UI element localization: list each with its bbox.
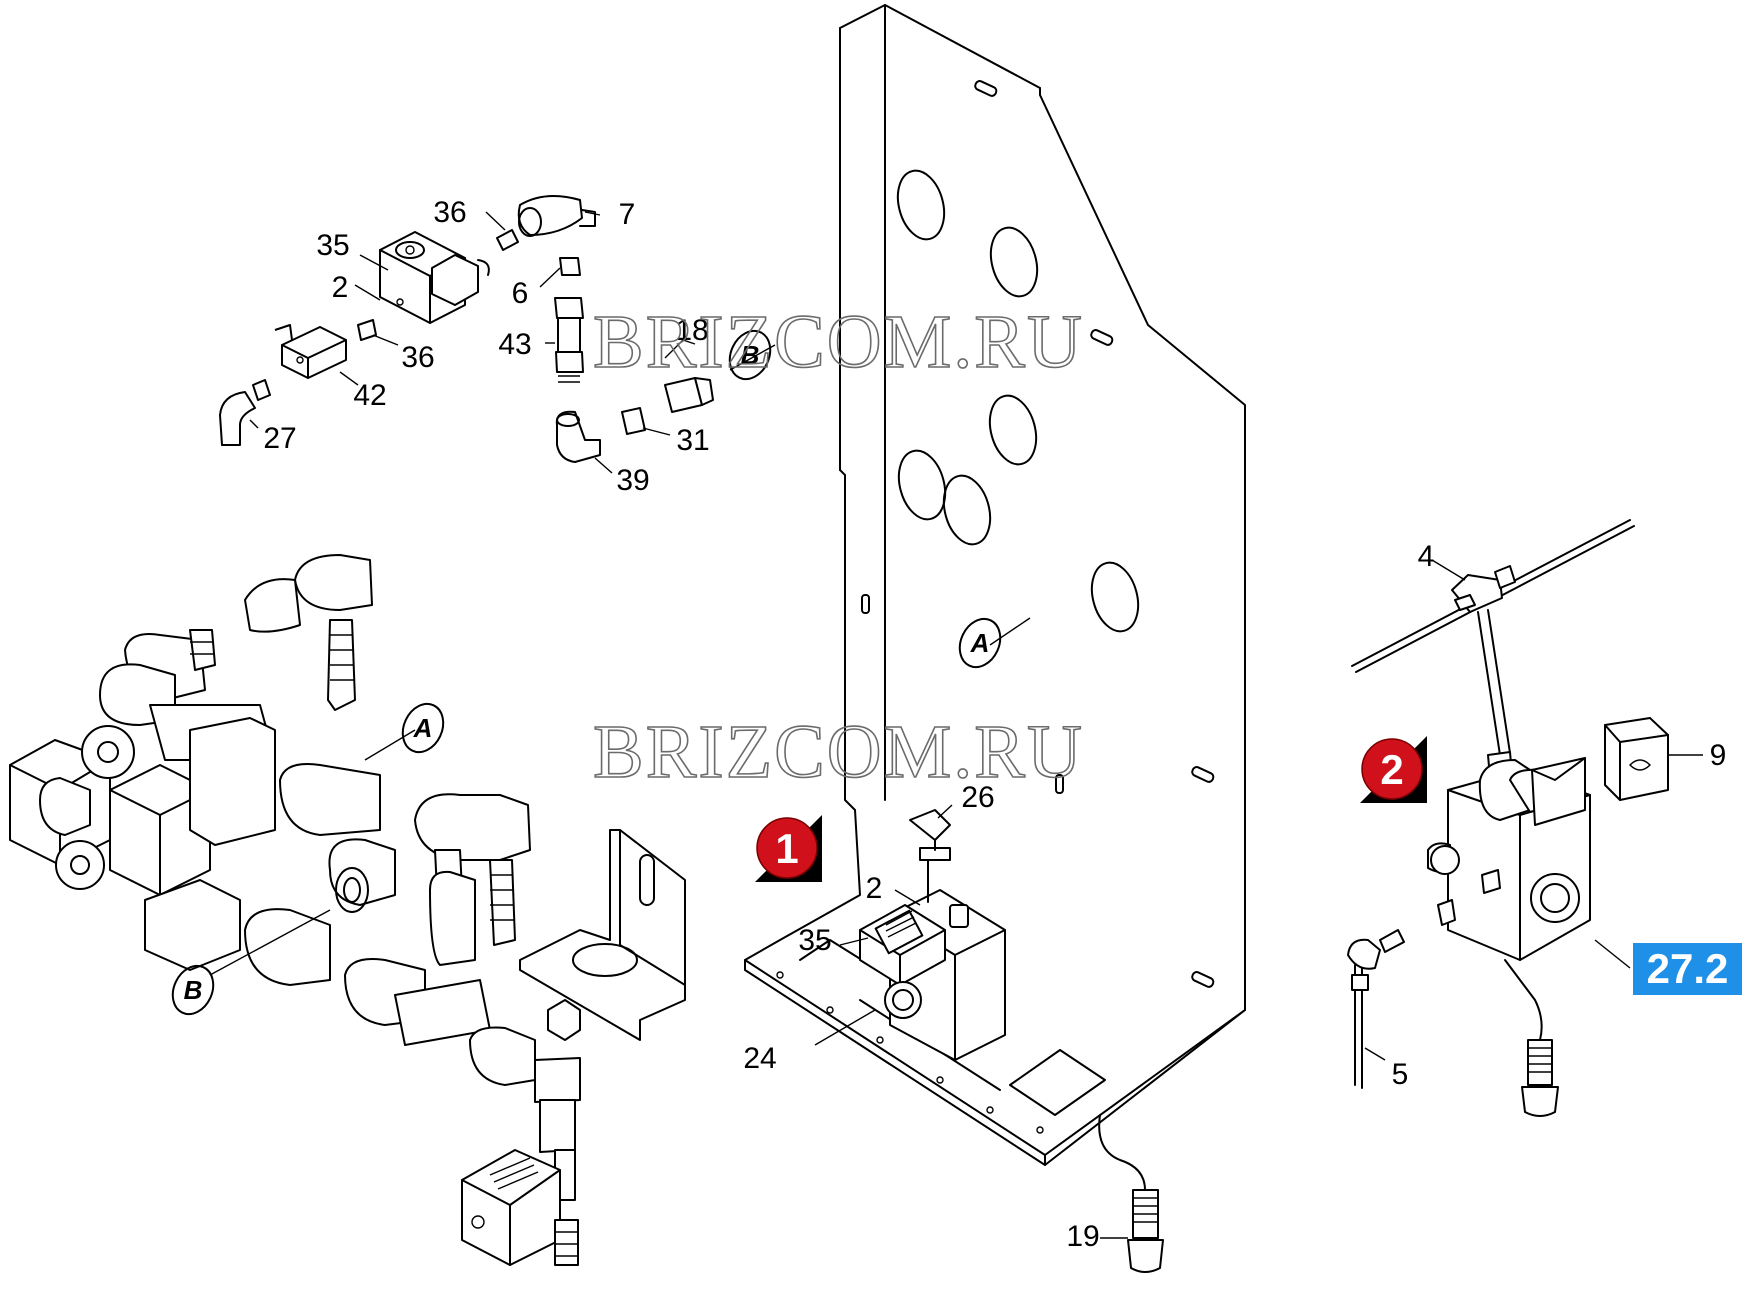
watermark: BRIZCOM.RU xyxy=(593,300,1084,384)
ref-marker-plate-a: A xyxy=(958,617,1031,669)
callout-label: 35 xyxy=(316,229,349,262)
ref-letter-b: B xyxy=(741,340,760,370)
callout-label: 26 xyxy=(961,781,994,814)
ref-letter-b: B xyxy=(184,975,203,1005)
callout-label: 27 xyxy=(263,422,296,455)
callout-label: 36 xyxy=(433,196,466,229)
callout-label: 24 xyxy=(743,1042,776,1075)
callout-label: 18 xyxy=(675,314,708,347)
solenoid-coil-icon xyxy=(874,909,924,955)
callout-label: 2 xyxy=(332,271,349,304)
top-exploded-parts xyxy=(219,195,714,463)
mounting-plate xyxy=(744,4,1246,1166)
callout-label: 7 xyxy=(619,198,636,231)
callout-label: 42 xyxy=(353,379,386,412)
callout-label: 6 xyxy=(512,277,529,310)
ref-marker-left-b: B xyxy=(171,909,331,1016)
callout-label: 36 xyxy=(401,341,434,374)
callout-label: 9 xyxy=(1710,739,1727,772)
callout-label: 19 xyxy=(1066,1220,1099,1253)
left-valve-assembly xyxy=(9,554,686,1266)
callout-label: 31 xyxy=(676,424,709,457)
reference-page-box[interactable]: 27.2 xyxy=(1633,943,1742,995)
callout-label: 43 xyxy=(498,328,531,361)
callout-label: 39 xyxy=(616,464,649,497)
watermark: BRIZCOM.RU xyxy=(593,710,1084,794)
variant-badge-2: 2 xyxy=(1360,736,1427,803)
cable-19 xyxy=(1098,1114,1164,1273)
callout-label: 4 xyxy=(1418,540,1435,573)
badge-number: 2 xyxy=(1380,746,1403,793)
ref-marker-left-a: A xyxy=(364,702,445,761)
callout-label: 5 xyxy=(1392,1058,1409,1091)
ref-marker-top-b: B xyxy=(728,329,776,381)
callout-numbers: 36 7 35 2 6 18 43 36 42 31 27 39 26 2 35… xyxy=(263,196,1726,1253)
callout-label: 35 xyxy=(798,924,831,957)
plate-valve-assembly xyxy=(859,809,1006,1061)
leader-lines xyxy=(249,211,1703,1239)
badge-number: 1 xyxy=(775,825,798,872)
ref-letter-a: A xyxy=(970,628,990,658)
right-exploded-parts xyxy=(1347,519,1669,1117)
ref-letter-a: A xyxy=(413,713,433,743)
callout-label: 2 xyxy=(866,872,883,905)
variant-badge-1: 1 xyxy=(755,815,822,882)
